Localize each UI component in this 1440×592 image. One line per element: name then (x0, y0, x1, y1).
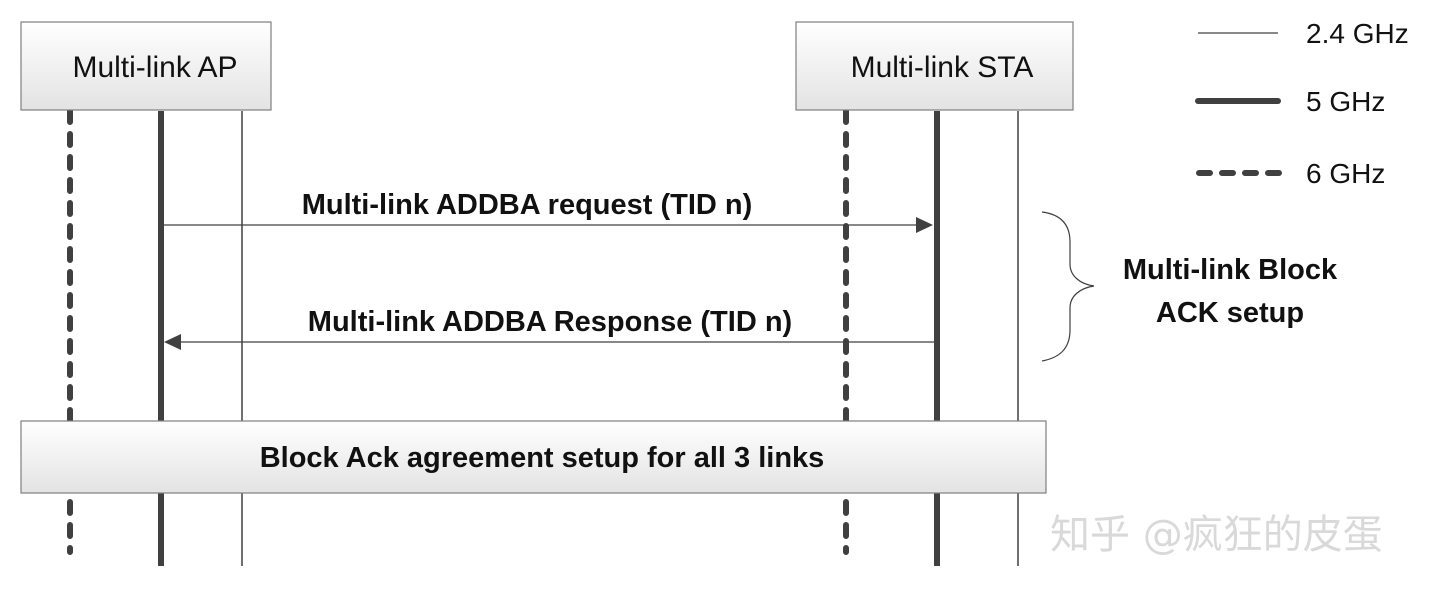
request-arrowhead (916, 217, 933, 233)
response-message: Multi-link ADDBA Response (TID n) (164, 306, 934, 350)
brace-label-line2: ACK setup (1156, 297, 1304, 329)
request-message: Multi-link ADDBA request (TID n) (164, 189, 933, 233)
agreement-box: Block Ack agreement setup for all 3 link… (20, 420, 1047, 494)
response-arrowhead (164, 334, 181, 350)
response-label: Multi-link ADDBA Response (TID n) (308, 306, 792, 338)
brace-icon (1041, 211, 1095, 362)
ap-box: Multi-link AP (20, 21, 272, 111)
request-label: Multi-link ADDBA request (TID n) (302, 189, 753, 221)
watermark: 知乎 @疯狂的皮蛋 (1050, 512, 1383, 558)
legend-label-5ghz: 5 GHz (1306, 86, 1385, 117)
sta-box: Multi-link STA (795, 21, 1074, 111)
brace-label-line1: Multi-link Block (1123, 254, 1338, 286)
legend-label-6ghz: 6 GHz (1306, 158, 1385, 189)
legend-label-2-4ghz: 2.4 GHz (1306, 18, 1409, 49)
sta-label: Multi-link STA (851, 51, 1034, 84)
legend: 2.4 GHz 5 GHz 6 GHz (1195, 18, 1409, 189)
ap-label: Multi-link AP (72, 51, 237, 84)
agreement-label: Block Ack agreement setup for all 3 link… (260, 442, 825, 474)
